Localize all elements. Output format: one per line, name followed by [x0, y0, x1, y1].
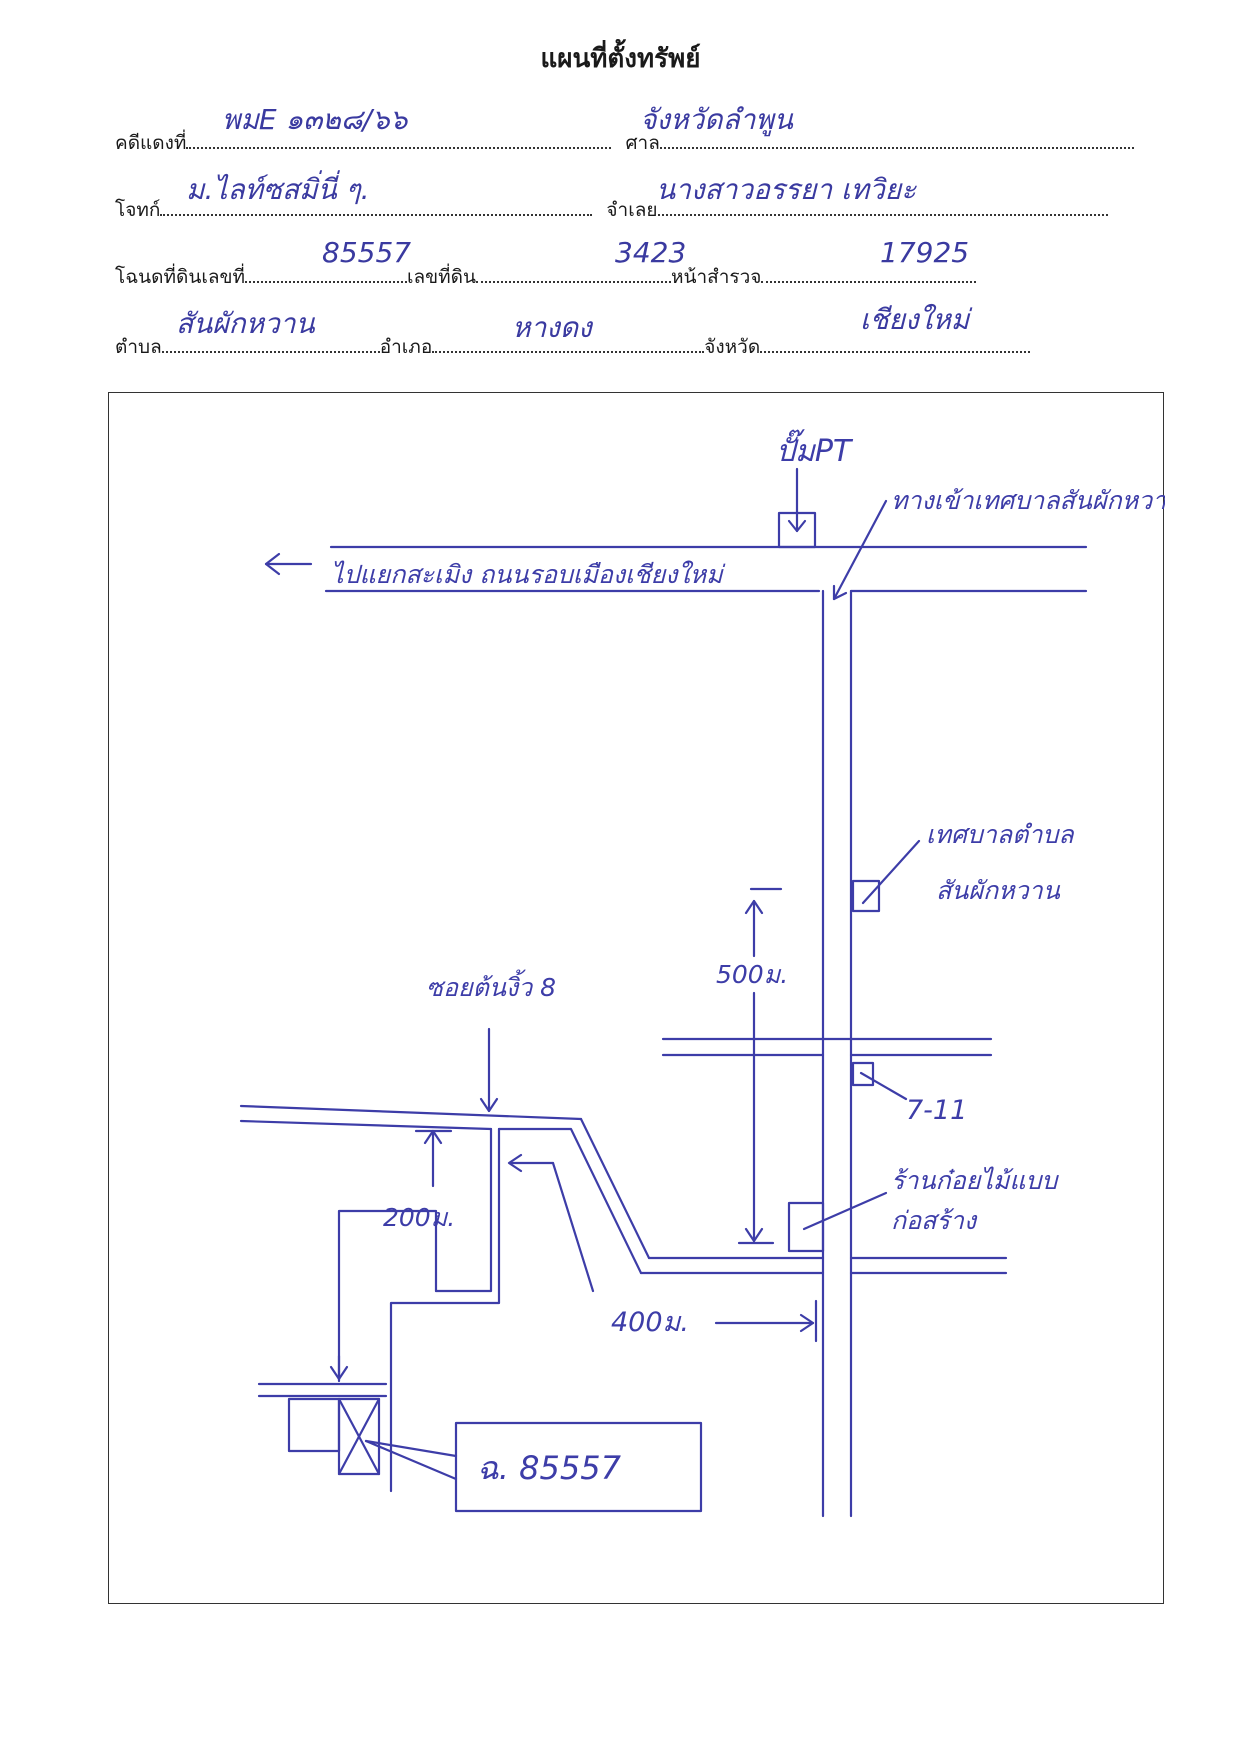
parcel-cross-b [337, 1397, 381, 1476]
seven-eleven-marker [851, 1061, 875, 1087]
plaintiff-dots [160, 210, 593, 216]
plaintiff-label: โจทก์ [115, 199, 161, 221]
municipality-pointer [861, 839, 921, 905]
pump-label: ปั๊มPT [776, 429, 854, 469]
land-no-value: 3423 [615, 236, 687, 269]
soi-road-bottom-left [239, 1119, 493, 1131]
form-row-location: ตำบล อำเภอ จังหวัด [115, 332, 1031, 362]
form-row-case: คดีแดงที่ ศาล [115, 128, 1134, 158]
entrance-label: ทางเข้าเทศบาลสันผักหวาน [891, 486, 1165, 515]
subdistrict-value: สันผักหวาน [176, 307, 315, 340]
soi-label: ซอยต้นงิ้ว 8 [426, 969, 556, 1002]
municipality-label-line1: เทศบาลตำบล [926, 820, 1075, 849]
main-road-label: ไปแยกสะเมิง ถนนรอบเมืองเชียงใหม่ [331, 560, 726, 589]
deed-value: 85557 [322, 236, 412, 269]
province-dots [760, 347, 1031, 353]
soi-road-top [239, 1104, 583, 1121]
dim-200-arrow [423, 1129, 443, 1145]
shop-label-line1: ร้านก๋อยไม้แบบ [891, 1166, 1059, 1195]
seven-eleven-label: 7-11 [906, 1095, 967, 1126]
parcel-pointer-b [364, 1439, 458, 1458]
dim-200-arrowhead [329, 1365, 349, 1381]
survey-label: หน้าสำรวจ [670, 266, 762, 288]
province-label: จังหวัด [704, 336, 761, 358]
province-value: เชียงใหม่ [860, 303, 970, 336]
seven-eleven-pointer [859, 1071, 908, 1101]
main-road-arrowhead [264, 552, 281, 576]
plaintiff-value: ม.ไลท์ซสมิ่นี่ ๆ. [186, 173, 370, 206]
case-value: พมE ๑๓๒๘/๖๖ [222, 103, 408, 136]
soi-road-diagonal-inner [497, 1127, 643, 1275]
map-frame: ปั๊มPT ทางเข้าเทศบาลสันผักหวาน ไปแยกสะเม… [108, 392, 1184, 1604]
subdistrict-dots [161, 347, 380, 353]
branch-road-outer [434, 1127, 493, 1293]
court-value: จังหวัดลำพูน [640, 103, 793, 136]
soi-entry-path [551, 1161, 595, 1293]
shop-marker [787, 1201, 825, 1253]
location-sketch-map: ปั๊มPT ทางเข้าเทศบาลสันผักหวาน ไปแยกสะเม… [239, 429, 1184, 1518]
dim-500-arrow-bottom [744, 1227, 764, 1243]
defendant-value: นางสาวอรรยา เทวิยะ [656, 173, 917, 206]
dim-500-arrow-top [744, 899, 764, 915]
survey-value: 17925 [880, 236, 970, 269]
parcel-label: ฉ. 85557 [477, 1449, 622, 1487]
land-no-dots [475, 277, 671, 283]
defendant-dots [657, 210, 1108, 216]
defendant-label: จำเลย [606, 199, 658, 221]
shop-pointer [802, 1191, 888, 1231]
deed-label: โฉนดที่ดินเลขที่ [115, 266, 245, 288]
subdistrict-label: ตำบล [115, 336, 162, 358]
branch-road-left [337, 1209, 438, 1383]
pump-arrowhead [787, 519, 807, 533]
municipality-marker [851, 879, 881, 913]
form-row-deed: โฉนดที่ดินเลขที่ เลขที่ดิน หน้าสำรวจ [115, 262, 977, 292]
dist-200-label: 200ม. [383, 1203, 455, 1232]
court-label: ศาล [625, 132, 660, 154]
parcel-adjacent-lot [287, 1397, 341, 1453]
land-no-label: เลขที่ดิน [406, 266, 476, 288]
entrance-arrowhead [832, 584, 848, 601]
entrance-arrow [832, 499, 888, 601]
district-value: หางดง [512, 311, 592, 344]
parcel-lot [337, 1397, 381, 1476]
soi-entry-arrowhead [507, 1153, 523, 1173]
case-label: คดีแดงที่ [115, 132, 187, 154]
dist-400-label: 400ม. [611, 1307, 689, 1338]
shop-label-line2: ก่อสร้าง [891, 1206, 978, 1235]
court-dots [659, 143, 1134, 149]
soi-arrowhead [479, 1097, 499, 1113]
survey-dots [761, 277, 977, 283]
district-dots [432, 347, 705, 353]
municipality-label-line2: สันผักหวาน [936, 876, 1061, 905]
page-title: แผนที่ตั้งทรัพย์ [540, 44, 701, 74]
dim-400-arrow [799, 1313, 815, 1333]
dist-500-label: 500ม. [716, 960, 788, 989]
district-label: อำเภอ [379, 336, 433, 358]
parcel-label-box [454, 1421, 703, 1513]
deed-dots [244, 277, 407, 283]
form-row-parties: โจทก์ จำเลย [115, 195, 1108, 225]
parcel-pointer-a [364, 1439, 458, 1481]
soi-road-diagonal-outer [579, 1117, 651, 1260]
branch-road-inner [389, 1127, 501, 1493]
case-dots [186, 143, 612, 149]
